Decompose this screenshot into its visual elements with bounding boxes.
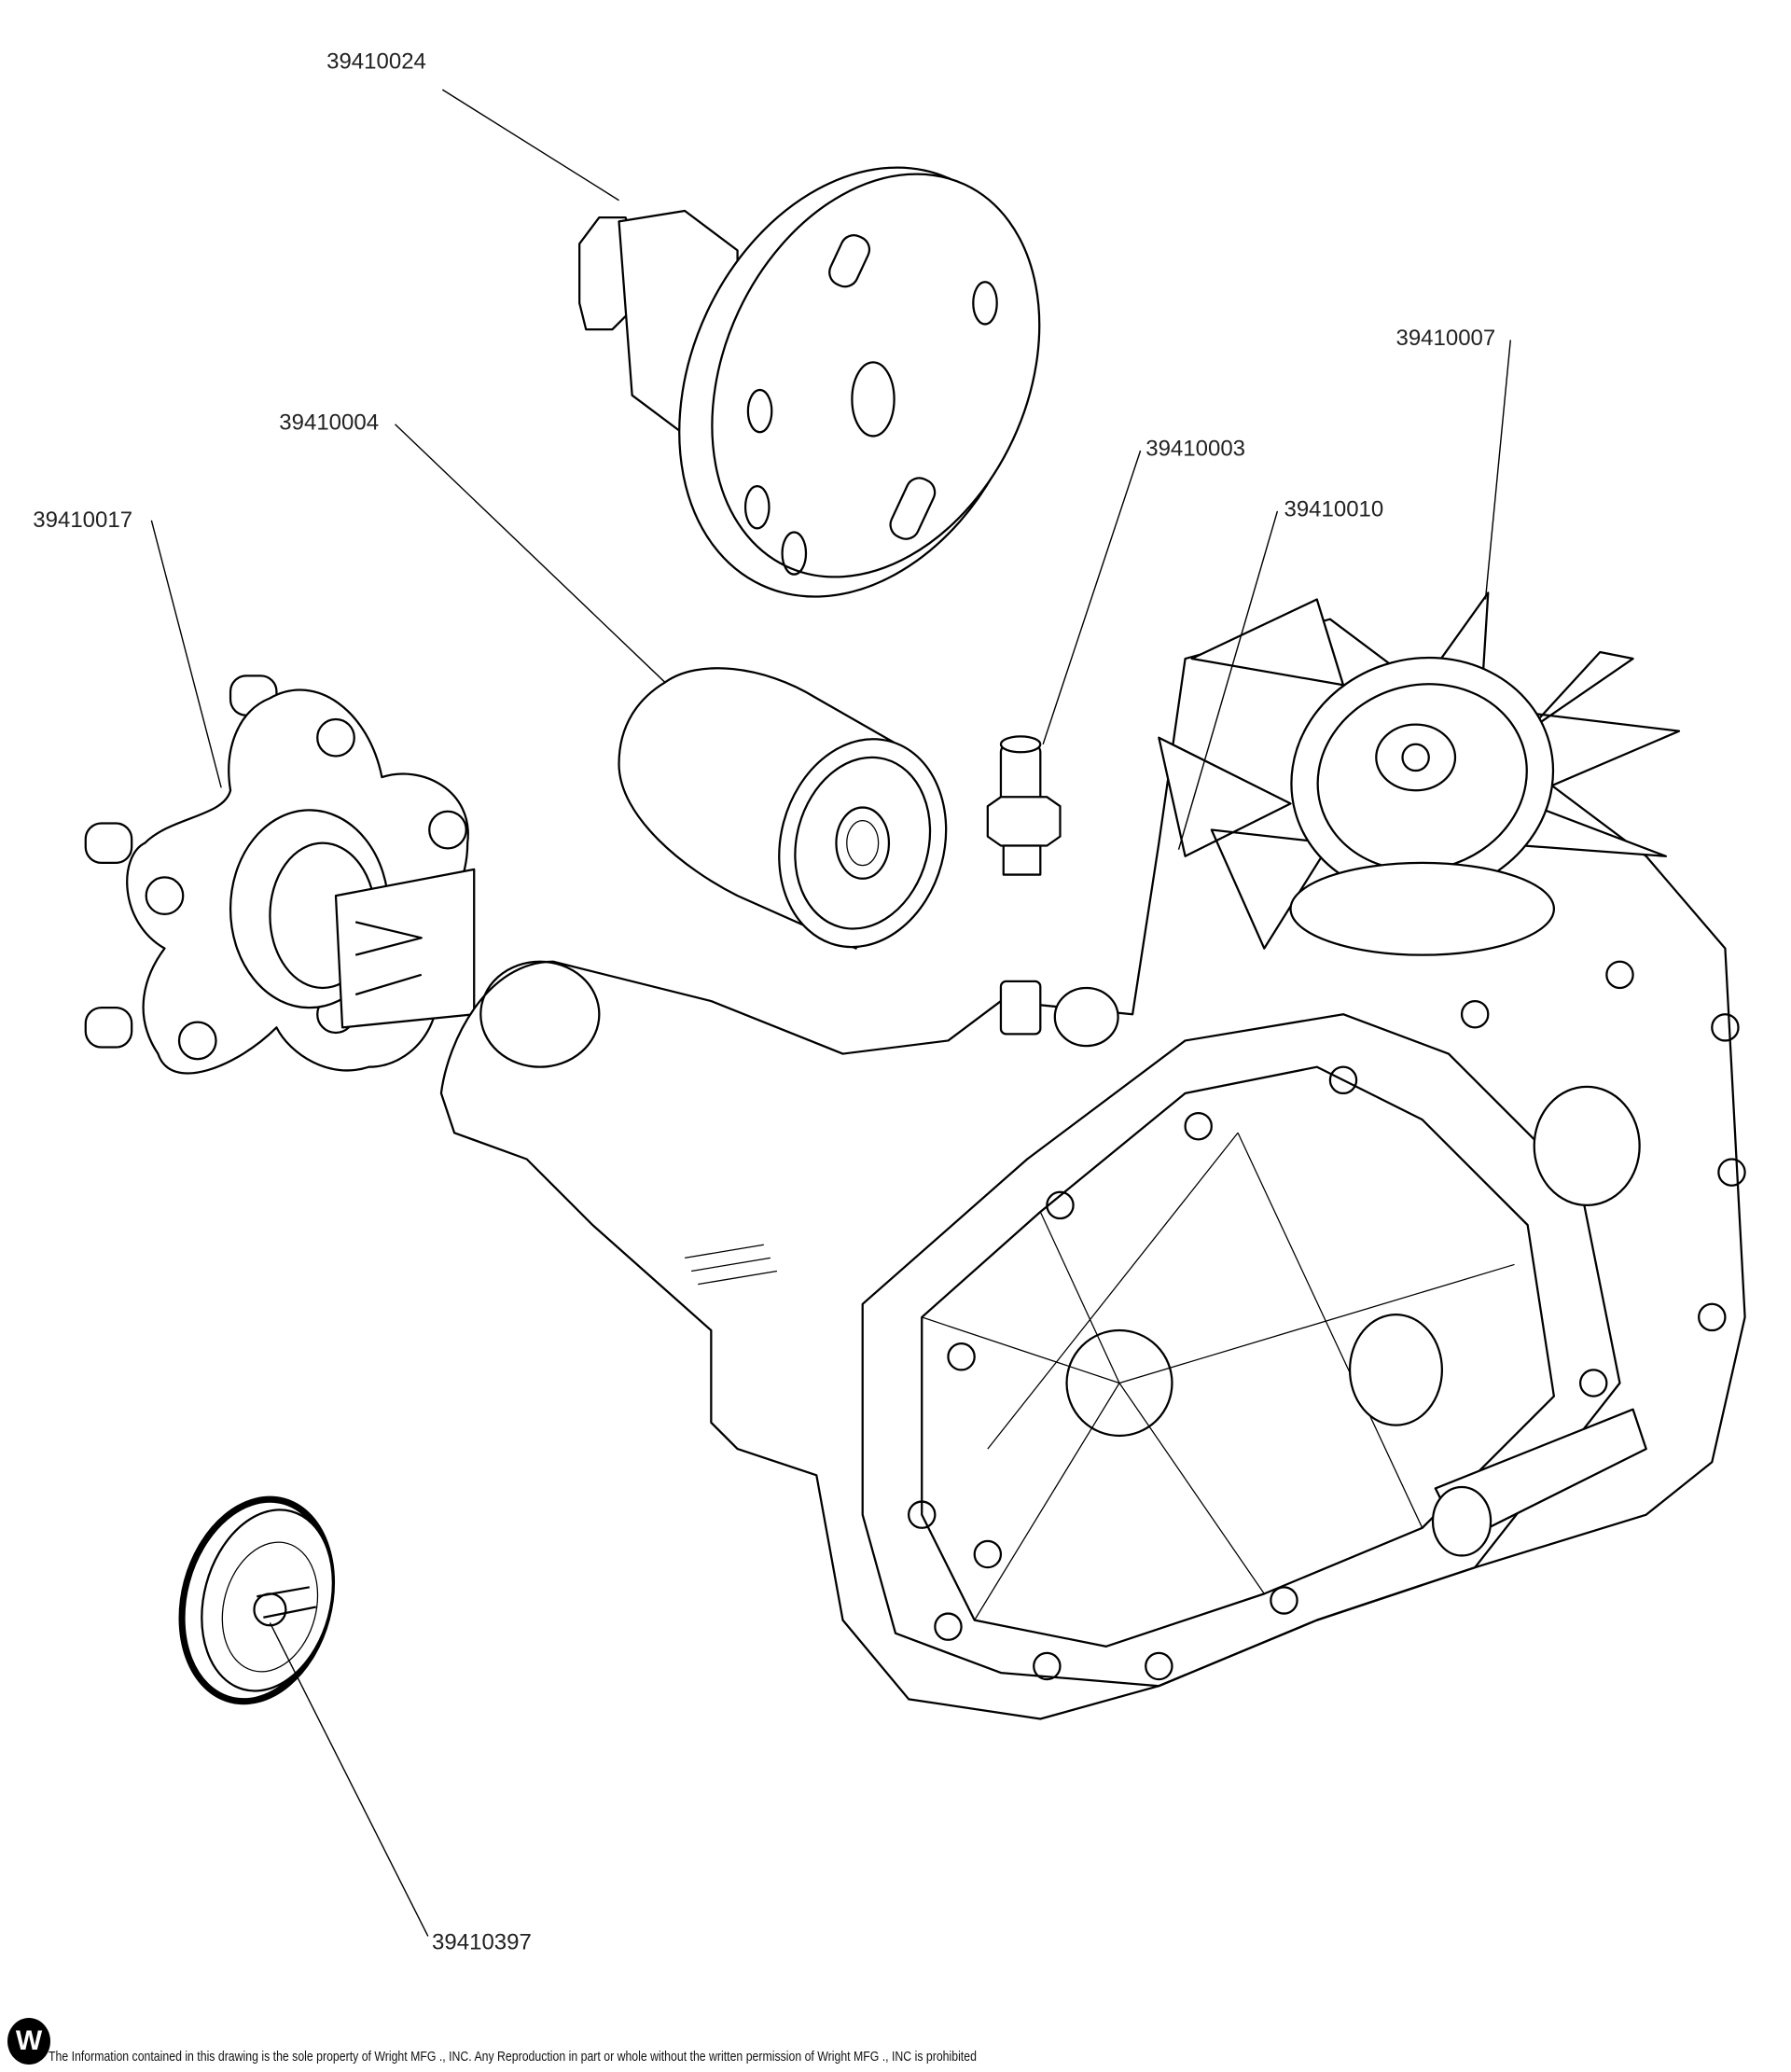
wright-logo: W — [7, 2018, 50, 2065]
leader-line — [150, 520, 222, 788]
cooling-fan — [1158, 591, 1681, 956]
part-label: 39410004 — [279, 410, 379, 435]
part-label: 39410397 — [432, 1930, 532, 1955]
flange-shaft-part — [578, 166, 1041, 598]
cap-part — [178, 1495, 336, 1705]
transaxle-assembly — [439, 591, 1746, 1720]
leader-line — [269, 1622, 429, 1937]
part-label: 39410017 — [33, 508, 132, 533]
part-label: 39410010 — [1284, 497, 1383, 522]
part-label: 39410003 — [1145, 437, 1245, 462]
leader-line — [1042, 450, 1142, 745]
leader-line — [1484, 340, 1511, 600]
leader-line — [395, 424, 666, 683]
hose-fitting-part — [986, 735, 1062, 876]
part-label: 39410024 — [326, 49, 426, 75]
bolt-heads — [907, 960, 1746, 1681]
leader-line — [441, 89, 619, 202]
part-label: 39410007 — [1395, 326, 1495, 351]
copyright-notice: The Information contained in this drawin… — [49, 2049, 977, 2065]
wheel-hub-part — [84, 674, 476, 1075]
leader-line — [1177, 510, 1279, 850]
oil-filter-part — [618, 667, 948, 950]
